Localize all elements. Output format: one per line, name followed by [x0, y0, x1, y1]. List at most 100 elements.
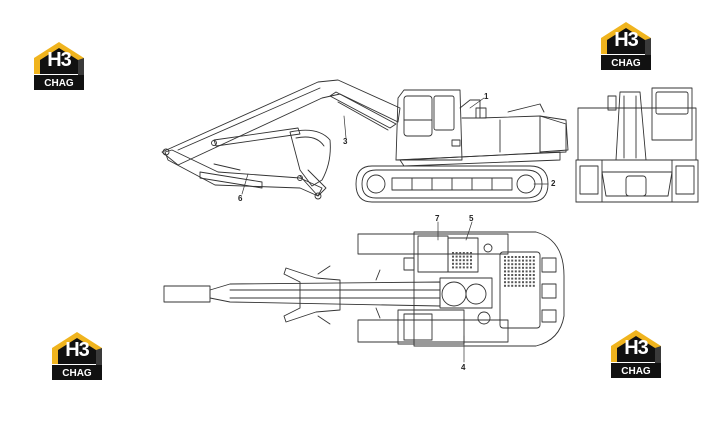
grille-dot — [462, 252, 465, 254]
grille-dot — [514, 277, 517, 280]
grille-dot — [511, 270, 514, 273]
grille-dot — [459, 262, 462, 265]
grille-dot — [532, 266, 535, 269]
grille-dot — [522, 256, 524, 258]
grille-dot — [518, 270, 521, 273]
logo-top-left: H3 CHAG — [30, 38, 88, 96]
logo-text: CHAG — [44, 78, 74, 89]
grille-dot — [529, 277, 532, 280]
grille-dot — [525, 266, 528, 269]
grille-dot — [466, 255, 469, 258]
grille-dot — [532, 263, 535, 266]
grille-dot — [518, 256, 521, 258]
grille-dot — [504, 263, 506, 266]
grille-dot — [525, 284, 528, 287]
grille-dot — [525, 263, 528, 266]
grille-dot — [532, 274, 535, 276]
grille-dot — [470, 266, 472, 269]
grille-dot — [529, 263, 532, 266]
grille-dot — [529, 274, 532, 276]
grille-dot — [518, 284, 521, 287]
grille-dot — [459, 259, 462, 262]
grille-dot — [504, 274, 506, 276]
grille-dot — [452, 262, 454, 265]
grille-dot — [452, 266, 454, 269]
grille-dot — [529, 270, 532, 273]
logo-mark: H3 — [614, 29, 639, 51]
callout-3: 3 — [343, 137, 348, 146]
grille-dot — [452, 255, 454, 258]
grille-dot — [504, 270, 506, 273]
grille-dot — [522, 259, 524, 262]
grille-dot — [525, 259, 528, 262]
grille-dot — [507, 277, 510, 280]
grille-dot — [511, 266, 514, 269]
house-logo-icon — [611, 330, 661, 378]
grille-dot — [514, 266, 517, 269]
grille-dot — [518, 266, 521, 269]
callout-4: 4 — [461, 363, 466, 372]
grille-dot — [525, 274, 528, 276]
grille-dot — [529, 284, 532, 287]
logo-bottom-right: H3 CHAG — [607, 326, 665, 384]
grille-dot — [525, 256, 528, 258]
grille-dot — [522, 281, 524, 284]
grille-dot — [459, 255, 462, 258]
grille-dot — [507, 281, 510, 284]
grille-dot — [504, 281, 506, 284]
grille-dot — [452, 252, 454, 254]
grille-dot — [532, 281, 535, 284]
grille-dot — [514, 270, 517, 273]
grille-dot — [529, 259, 532, 262]
callout-5: 5 — [469, 214, 474, 223]
grille-dot — [511, 259, 514, 262]
grille-dot — [466, 266, 469, 269]
grille-dot — [532, 284, 535, 287]
grille-dot — [522, 266, 524, 269]
grille-dot — [514, 284, 517, 287]
grille-dot — [518, 277, 521, 280]
grille-dot — [504, 277, 506, 280]
grille-dot — [522, 274, 524, 276]
grille-dot — [514, 256, 517, 258]
grille-dot — [518, 259, 521, 262]
grille-dot — [455, 255, 458, 258]
grille-dot — [455, 266, 458, 269]
grille-dot — [462, 255, 465, 258]
grille-dot — [522, 263, 524, 266]
grille-dot — [466, 262, 469, 265]
callout-2: 2 — [551, 179, 556, 188]
grille-dot — [529, 266, 532, 269]
grille-dot — [518, 281, 521, 284]
grille-dot — [522, 270, 524, 273]
grille-dot — [507, 284, 510, 287]
grille-dot — [459, 252, 462, 254]
grille-dot — [466, 252, 469, 254]
grille-dot — [459, 266, 462, 269]
grille-dot — [504, 284, 506, 287]
logo-mark: H3 — [47, 49, 72, 71]
grille-dot — [452, 259, 454, 262]
grille-dot — [507, 256, 510, 258]
grille-dot — [514, 263, 517, 266]
callout-7: 7 — [435, 214, 440, 223]
logo-top-right: H3 CHAG — [597, 18, 655, 76]
grille-dot — [511, 274, 514, 276]
grille-dot — [514, 274, 517, 276]
logo-mark: H3 — [65, 339, 90, 361]
grille-dot — [525, 270, 528, 273]
grille-dot — [525, 281, 528, 284]
leader-lines — [241, 97, 549, 363]
grille-dot — [514, 281, 517, 284]
grille-dot — [507, 259, 510, 262]
grille-dot — [470, 252, 472, 254]
logo-text: CHAG — [62, 368, 92, 379]
grille-dot — [507, 270, 510, 273]
grille-dot — [532, 256, 535, 258]
grille-dot — [470, 259, 472, 262]
grille-dot — [462, 262, 465, 265]
grille-dot — [518, 263, 521, 266]
logo-mark: H3 — [624, 337, 649, 359]
grille-dot — [529, 256, 532, 258]
grille-dot — [462, 259, 465, 262]
